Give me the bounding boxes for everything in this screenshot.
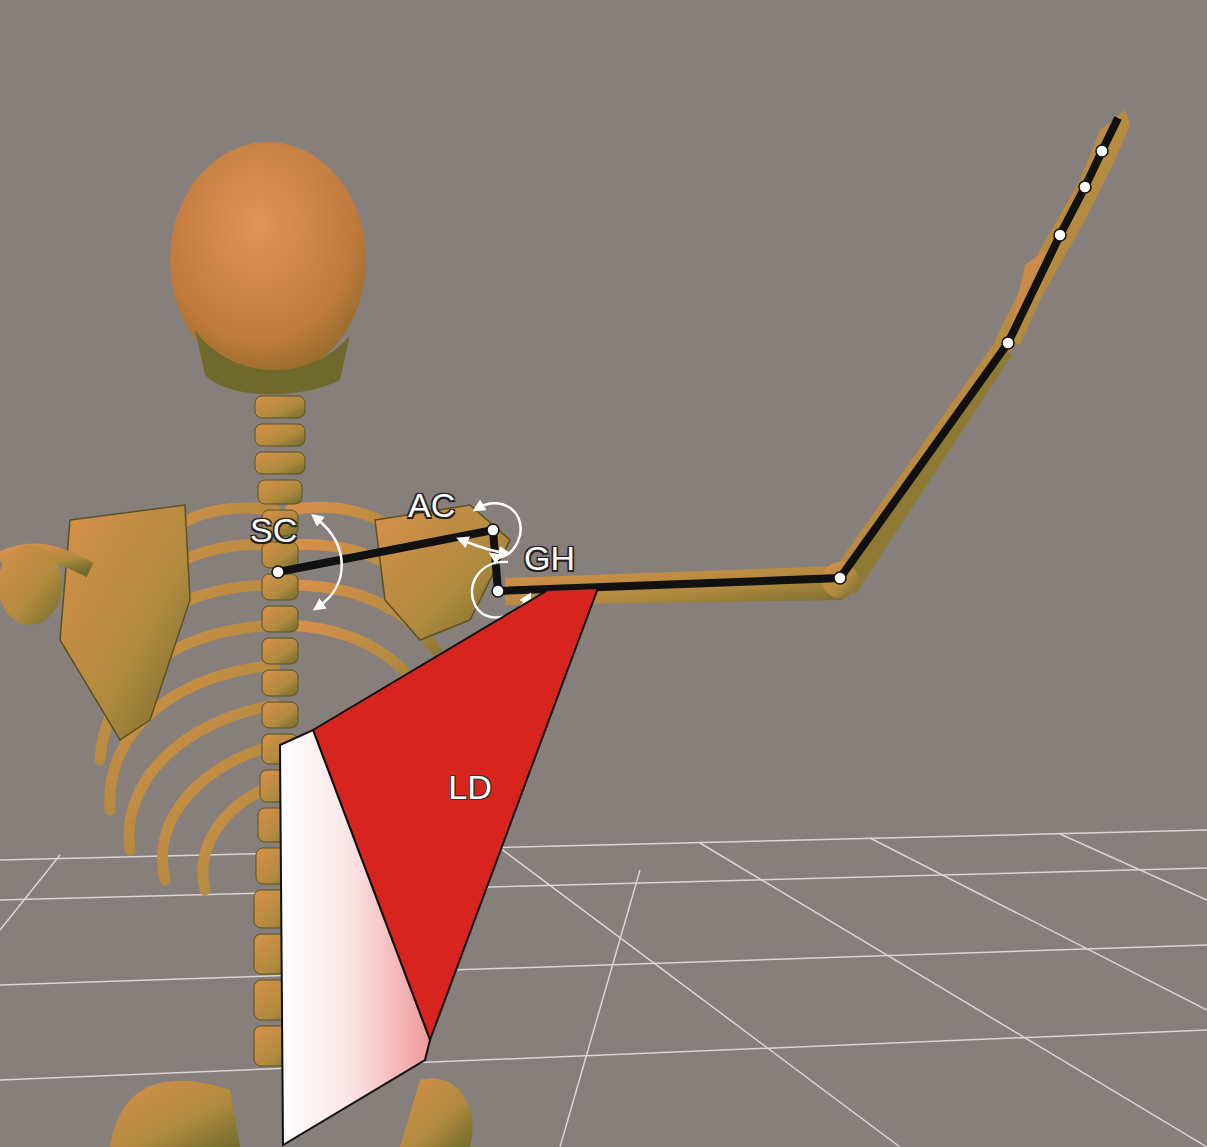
- muscle-region: LD: [278, 585, 603, 1147]
- joint-label: SC: [250, 513, 297, 547]
- muscle-shape: [278, 585, 603, 1147]
- joint-label: AC: [408, 488, 455, 522]
- joint-label: GH: [524, 541, 575, 575]
- muscle-label: LD: [448, 770, 491, 804]
